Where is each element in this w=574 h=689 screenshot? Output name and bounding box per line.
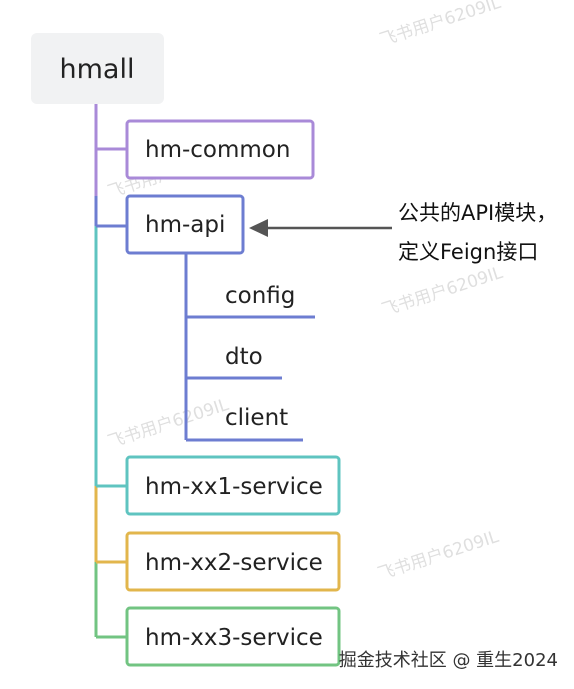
footer-credit: 掘金技术社区 @ 重生2024: [339, 650, 558, 671]
api-child-dto: dto: [225, 344, 263, 370]
api-child-config: config: [225, 283, 295, 309]
watermark-1: 飞书用户6209IL: [377, 0, 503, 51]
root-node: [31, 33, 164, 104]
module-label-xx2: hm-xx2-service: [145, 550, 323, 576]
root-label: hmall: [60, 54, 135, 85]
module-label-common: hm-common: [145, 137, 290, 163]
watermark-5: 飞书用户6209IL: [375, 527, 501, 585]
annotation-arrow-head: [249, 219, 268, 237]
watermark-3: 飞书用户6209IL: [379, 263, 505, 321]
module-box-xx1: [125, 455, 341, 516]
watermark-4: 飞书用户6209IL: [105, 395, 231, 453]
module-label-xx1: hm-xx1-service: [145, 474, 323, 500]
api-child-client: client: [225, 405, 288, 431]
module-box-common: [125, 119, 315, 180]
annotation-line-1: 公共的API模块，: [398, 201, 557, 225]
annotation-line-2: 定义Feign接口: [398, 240, 538, 264]
module-box-xx3: [125, 606, 341, 667]
module-box-xx2: [125, 531, 341, 592]
module-label-api: hm-api: [145, 212, 225, 238]
module-label-xx3: hm-xx3-service: [145, 625, 323, 651]
